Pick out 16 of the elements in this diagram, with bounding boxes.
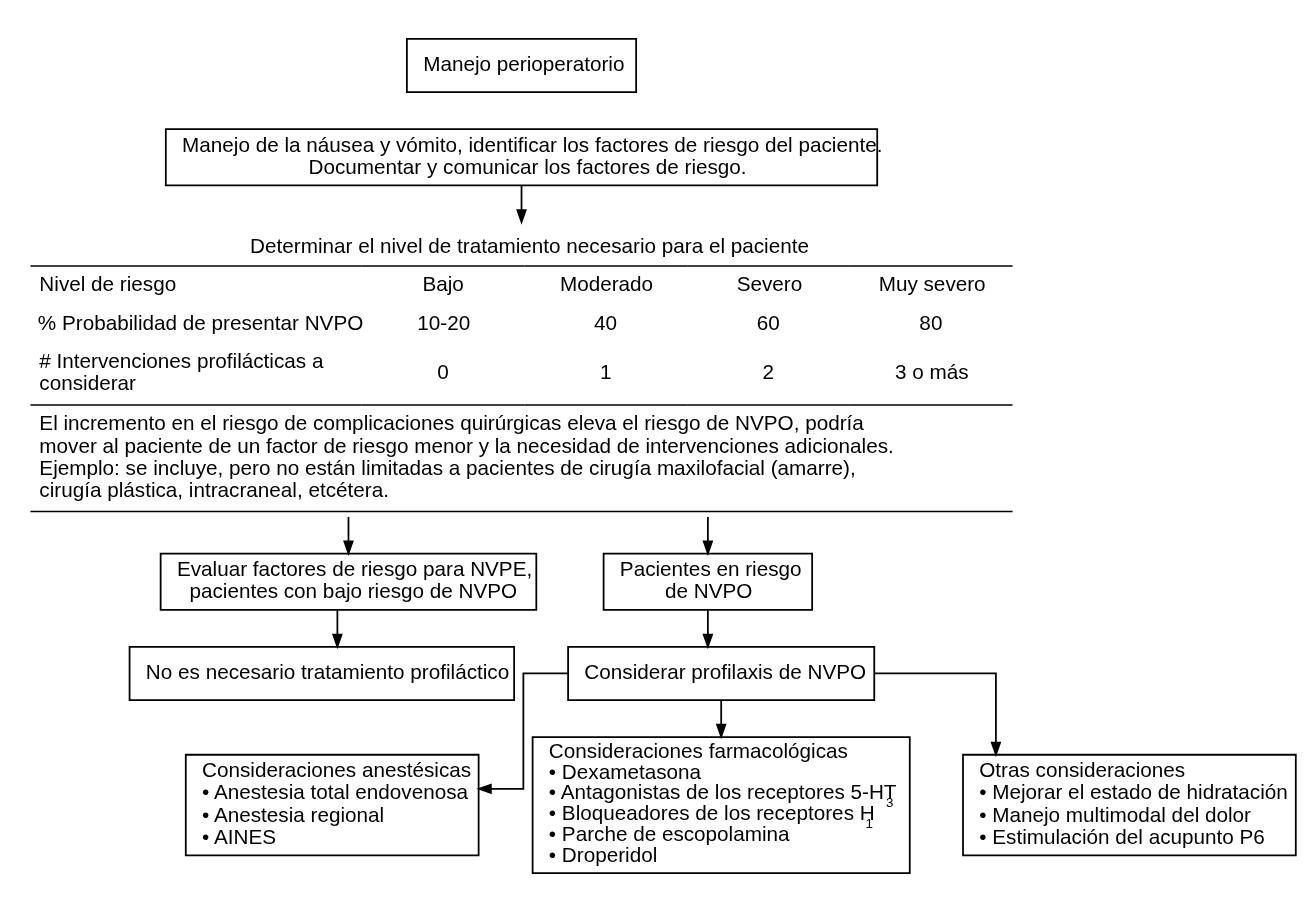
node-box: Manejo perioperatorio	[406, 38, 638, 94]
arrow	[715, 699, 727, 740]
arrow	[332, 609, 343, 650]
arrow	[516, 184, 527, 225]
arrow	[702, 609, 714, 650]
node-box: No es necesario tratamiento profiláctico	[128, 645, 515, 701]
arrow	[476, 672, 569, 795]
arrow	[702, 516, 714, 556]
node-box: Pacientes en riesgo de NVPO	[602, 552, 814, 611]
node-text: Determinar el nivel de tratamiento necesario para el paciente Nivel de riesgo Bajo Moderado Severo Muy severo % Probabilidad de presentar NVPO 10-20 40 60 80 # Intervenciones profilácticas a considerar 0 1 2 3 o más El incremento en el riesgo de complicaciones quirúrgicas eleva el riesgo de NVPO, podría mover al paciente de un factor de riesgo menor y la necesidad de intervenciones adicionales. Ejemplo: se incluye, pero no están limitadas a pacientes de cirugía maxilofacial (amarre), cirugía plástica, intracraneal, etcétera.	[37, 233, 986, 501]
arrow	[873, 672, 1002, 758]
node-box: Consideraciones anestésicas • Anestesia total endovenosa • Anestesia regional • AINES	[184, 753, 480, 857]
arrow	[343, 516, 354, 556]
node-box: Otras consideraciones • Mejorar el estado de hidratación • Manejo multimodal del dolor • Estimulación del acupunto P6	[962, 753, 1297, 857]
node-box: Evaluar factores de riesgo para NVPE, pacientes con bajo riesgo de NVPO	[159, 552, 538, 611]
node-box: Considerar profilaxis de NVPO	[567, 645, 876, 701]
